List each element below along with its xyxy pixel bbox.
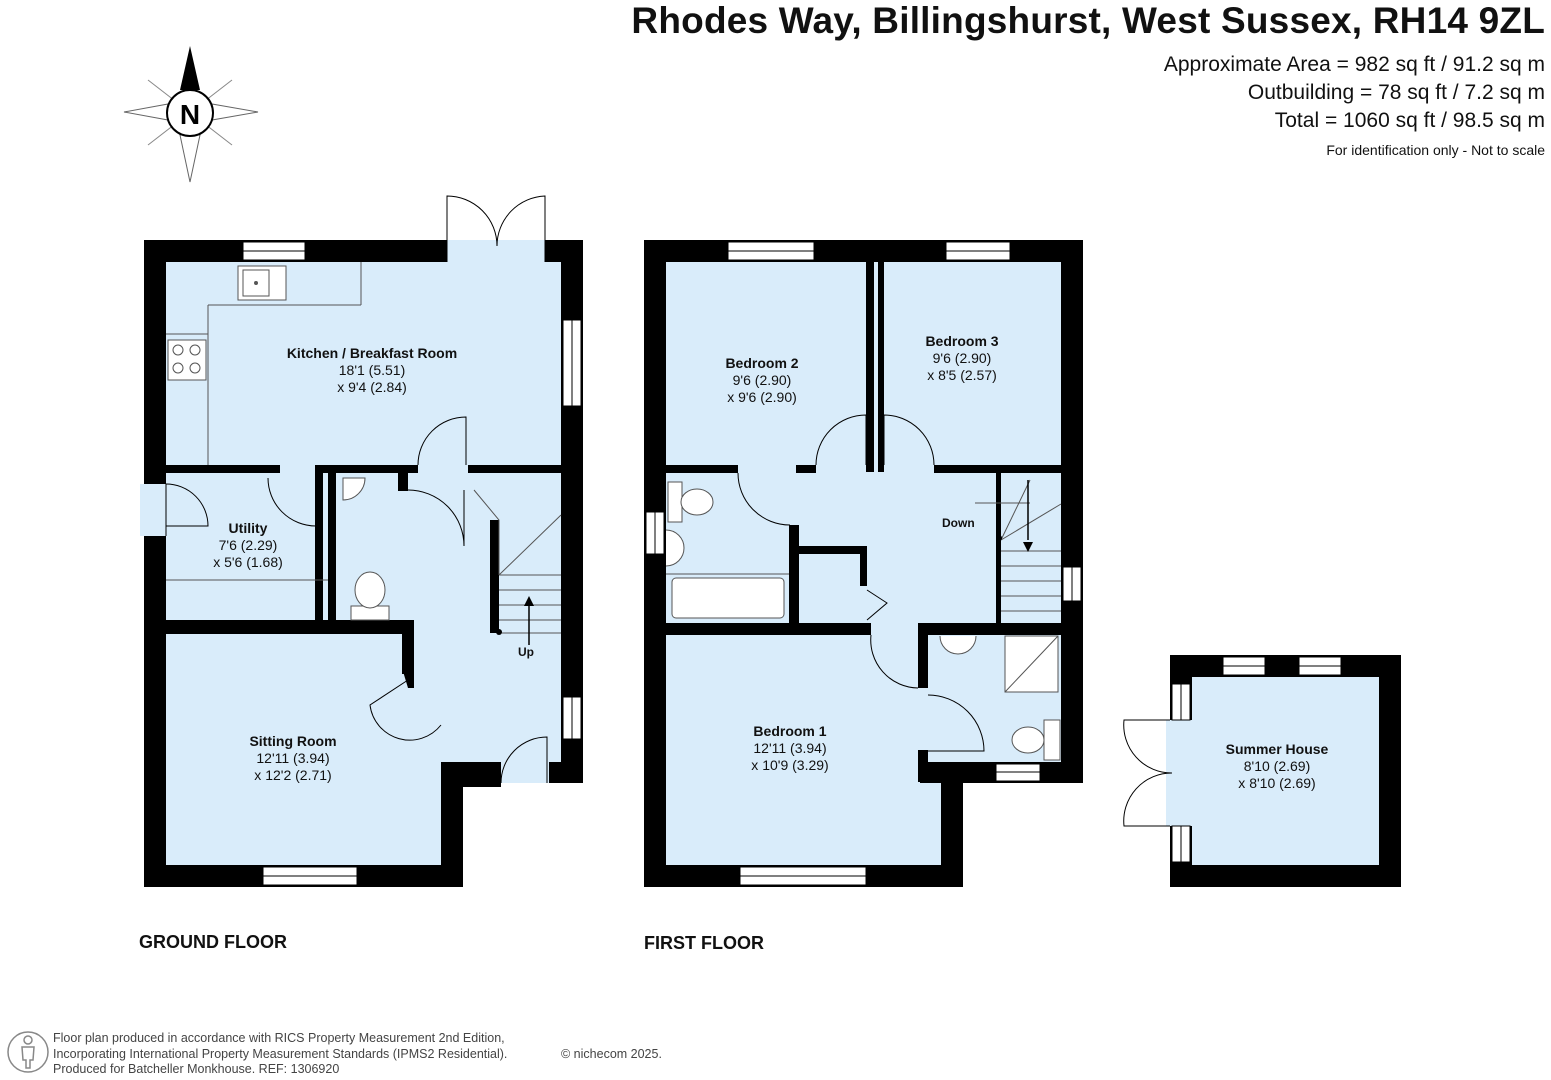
footer-line-1: Floor plan produced in accordance with R… bbox=[53, 1031, 505, 1045]
scale-disclaimer: For identification only - Not to scale bbox=[1326, 142, 1545, 158]
approximate-area: Approximate Area = 982 sq ft / 91.2 sq m bbox=[1163, 53, 1545, 76]
room-utility: Utility 7'6 (2.29) x 5'6 (1.68) bbox=[213, 520, 283, 570]
room-bedroom-3: Bedroom 3 9'6 (2.90) x 8'5 (2.57) bbox=[925, 333, 999, 383]
property-address: Rhodes Way, Billingshurst, West Sussex, … bbox=[631, 0, 1545, 41]
footer-line-3: Produced for Batcheller Monkhouse. REF: … bbox=[53, 1062, 340, 1076]
first-floor-plan bbox=[644, 240, 1083, 887]
room-bedroom-1: Bedroom 1 12'11 (3.94) x 10'9 (3.29) bbox=[751, 723, 829, 773]
room-summer-house: Summer House 8'10 (2.69) x 8'10 (2.69) bbox=[1225, 741, 1329, 791]
first-floor-label: FIRST FLOOR bbox=[644, 933, 764, 953]
compass-icon: N bbox=[123, 46, 259, 183]
stairs-up-label: Up bbox=[518, 645, 534, 659]
room-kitchen-breakfast: Kitchen / Breakfast Room 18'1 (5.51) x 9… bbox=[286, 345, 458, 395]
person-icon bbox=[7, 1031, 49, 1073]
outbuilding-area: Outbuilding = 78 sq ft / 7.2 sq m bbox=[1247, 81, 1545, 104]
compass-north-label: N bbox=[180, 99, 200, 130]
total-area: Total = 1060 sq ft / 98.5 sq m bbox=[1274, 109, 1545, 132]
stairs-down-label: Down bbox=[942, 516, 975, 530]
summer-house-plan bbox=[1123, 655, 1401, 887]
footer-line-2: Incorporating International Property Mea… bbox=[53, 1046, 508, 1061]
room-sitting-room: Sitting Room 12'11 (3.94) x 12'2 (2.71) bbox=[249, 733, 337, 783]
copyright-notice: © nichecom 2025. bbox=[561, 1047, 662, 1061]
footer-notes: Floor plan produced in accordance with R… bbox=[53, 1031, 507, 1078]
room-bedroom-2: Bedroom 2 9'6 (2.90) x 9'6 (2.90) bbox=[725, 355, 799, 405]
ground-floor-plan bbox=[140, 195, 583, 887]
ground-floor-label: GROUND FLOOR bbox=[139, 932, 287, 952]
